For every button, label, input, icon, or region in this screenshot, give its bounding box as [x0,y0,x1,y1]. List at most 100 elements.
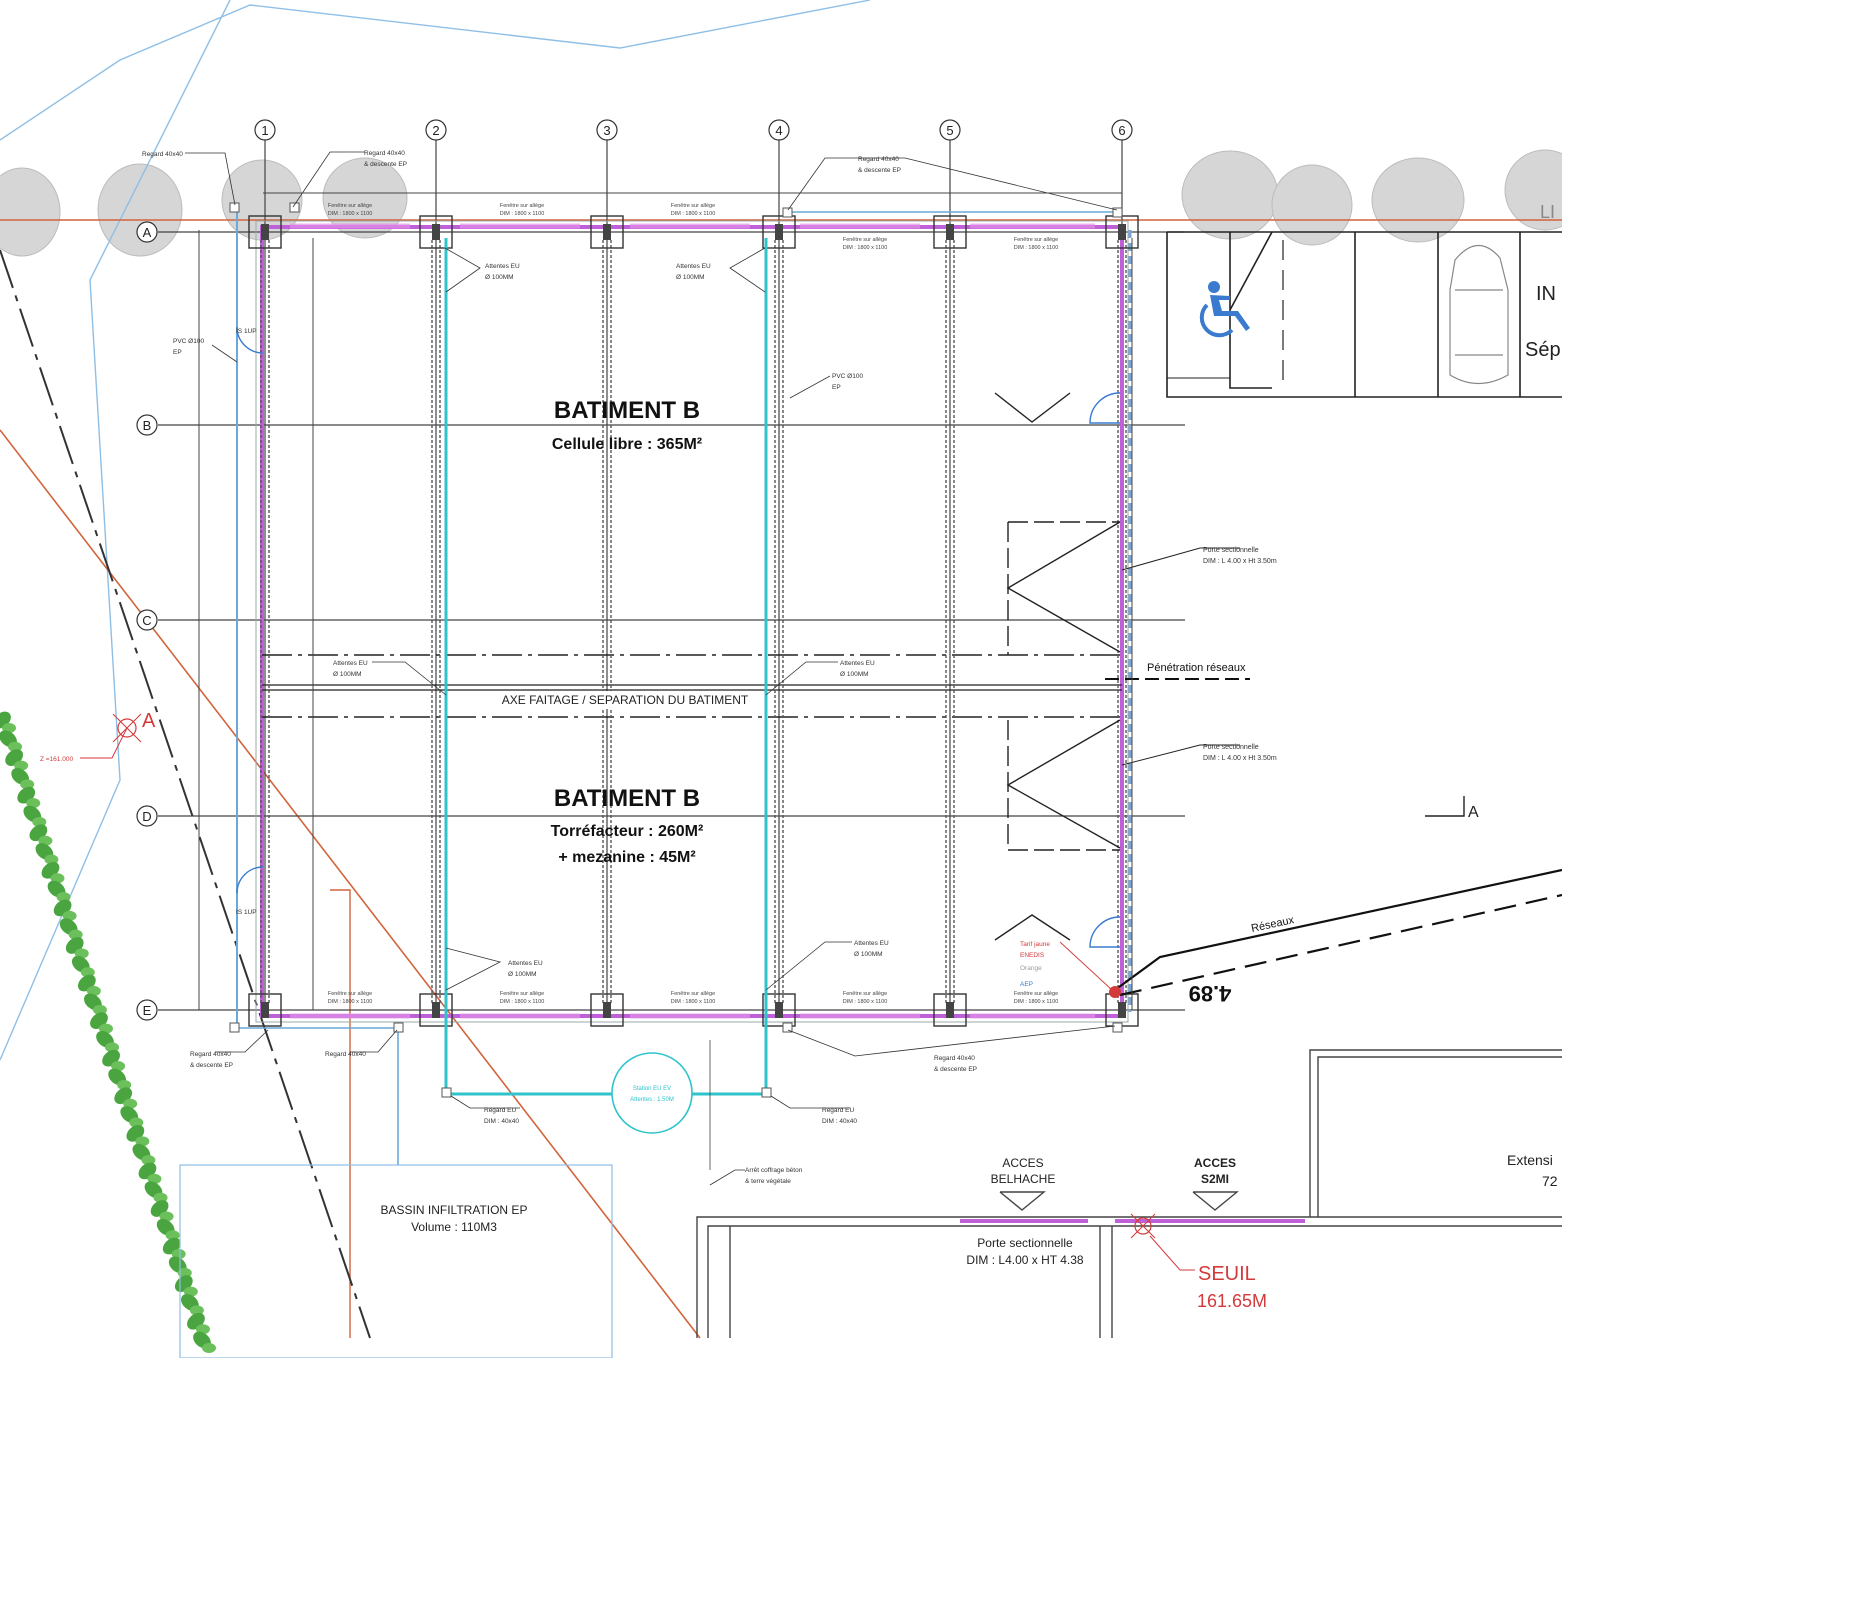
building-b-title-bottom: BATIMENT B [554,785,700,812]
grid-bubble-col-4: 4 [768,119,790,141]
grid-bubble-row-B: B [136,414,158,436]
grid-bubble-col-5: 5 [939,119,961,141]
callout-orange: Orange [1020,965,1042,972]
small-callouts: Regard 40x40 Regard 40x40 & descente EP … [40,150,1118,1186]
column-pillars [248,215,1139,1027]
callout-attentes-5a: Attentes EU [508,960,543,967]
grid-bubble-col-6: 6 [1111,119,1133,141]
property-line-diagonal [0,429,701,1339]
callout-attentes-1a: Attentes EU [485,263,520,270]
svg-text:6: 6 [1118,123,1125,138]
grid-bubble-row-A: A [136,221,158,243]
callout-attentes-2b: Ø 100MM [676,274,705,281]
seuil-value: 161.65M [1197,1291,1267,1311]
callout-attentes-3b: Ø 100MM [333,671,362,678]
svg-text:Fenêtre sur allège: Fenêtre sur allège [328,203,372,209]
svg-text:3: 3 [603,123,610,138]
svg-text:DIM : 1800 x 1100: DIM : 1800 x 1100 [843,245,888,251]
callout-pvc-left-b: EP [173,349,182,356]
seuil-label: SEUIL [1198,1263,1256,1285]
grid-bubble-row-C: C [136,609,158,631]
svg-text:Fenêtre sur allège: Fenêtre sur allège [500,203,544,209]
callout-regard-eu-2b: DIM : 40x40 [822,1118,857,1125]
access-s2mi-1: ACCES [1194,1156,1236,1170]
access-belhache-2: BELHACHE [991,1172,1056,1186]
column-beams [260,240,1127,1005]
svg-text:A: A [143,225,152,240]
hedge-plantings [0,711,216,1353]
svg-text:DIM : 1800 x 1100: DIM : 1800 x 1100 [843,999,888,1005]
svg-text:Fenêtre sur allège: Fenêtre sur allège [843,991,887,997]
parcel-outline [0,0,871,141]
station-label-2: Attentes : 1.50M [630,1097,674,1103]
level-text: 4.89 [1189,981,1232,1006]
svg-text:C: C [142,613,151,628]
z-level-label: Z =161.000 [40,756,73,763]
access-belhache-1: ACCES [1002,1156,1043,1170]
callout-attentes-6a: Attentes EU [854,940,889,947]
svg-text:1: 1 [261,123,268,138]
svg-text:4: 4 [775,123,782,138]
svg-text:Fenêtre sur allège: Fenêtre sur allège [671,203,715,209]
svg-text:DIM : 1800 x 1100: DIM : 1800 x 1100 [500,999,545,1005]
site-floor-plan: Station EU EV Attentes : 1.50M 1 2 3 4 5 6A B C… [0,0,1562,1358]
extension-label-1: Extensi [1507,1152,1553,1168]
svg-text:5: 5 [946,123,953,138]
parking-text-1: IN [1536,283,1556,305]
ridge-label: AXE FAITAGE / SEPARATION DU BATIMENT [502,693,749,707]
sectional-door-label-1: Porte sectionnelle [977,1236,1073,1250]
callout-arret-b: & terre végétale [745,1178,791,1185]
callout-regard-eu-2a: Regard EU [822,1107,854,1114]
handicap-icon [1199,281,1250,338]
section-marker-left-letter: A [142,710,156,732]
callout-pvc-right-a: PVC Ø100 [832,373,863,380]
network-label: Pénétration réseaux [1147,662,1246,674]
svg-text:Fenêtre sur allège: Fenêtre sur allège [671,991,715,997]
callout-regard-descente-3a: Regard 40x40 [190,1051,231,1058]
callout-regard-eu-1b: DIM : 40x40 [484,1118,519,1125]
building-walls [255,220,1132,1023]
is-label-top: IS 1UP [236,328,257,335]
svg-text:DIM : 1800 x 1100: DIM : 1800 x 1100 [328,999,373,1005]
building-b-subtitle-top: Cellule libre : 365M² [552,436,702,453]
building-b-title-top: BATIMENT B [554,397,700,424]
edge-text: LI [1540,202,1555,222]
axis-line-diagonal [0,249,371,1339]
svg-text:Fenêtre sur allège: Fenêtre sur allège [500,991,544,997]
access-s2mi-2: S2MI [1201,1172,1229,1186]
parcel-outline-left [0,0,231,1061]
callout-regard-descente-4a: Regard 40x40 [934,1055,975,1062]
section-marker-right-letter: A [1468,804,1479,821]
callout-attentes-3a: Attentes EU [333,660,368,667]
svg-text:2: 2 [432,123,439,138]
parking-text-2: Sép [1525,339,1561,361]
grid-bubble-col-2: 2 [425,119,447,141]
callout-regard-bottom: Regard 40x40 [325,1051,366,1058]
extension-label-2: 72 [1542,1173,1558,1189]
parking-area [1166,231,1562,398]
callout-attentes-4a: Attentes EU [840,660,875,667]
regard-boxes [229,202,1123,1098]
svg-text:DIM : 1800 x 1100: DIM : 1800 x 1100 [671,211,716,217]
tree-row [0,149,1562,257]
station-eu-ev: Station EU EV Attentes : 1.50M [611,1052,693,1134]
callout-aep: AEP [1020,981,1033,988]
pipe-network [179,205,1120,1358]
boundary-offset-line [330,889,351,1338]
door-callout-1-a: Porte sectionnelle [1203,547,1259,554]
building-b-line2: + mezanine : 45M² [558,849,695,866]
door-callouts: Porte sectionnelle DIM : L 4.00 x Ht 3.5… [1121,547,1277,766]
callout-attentes-6b: Ø 100MM [854,951,883,958]
callout-regard-descente-2a: Regard 40x40 [858,156,899,163]
callout-tarif-a: Tarif jaune [1020,941,1050,948]
